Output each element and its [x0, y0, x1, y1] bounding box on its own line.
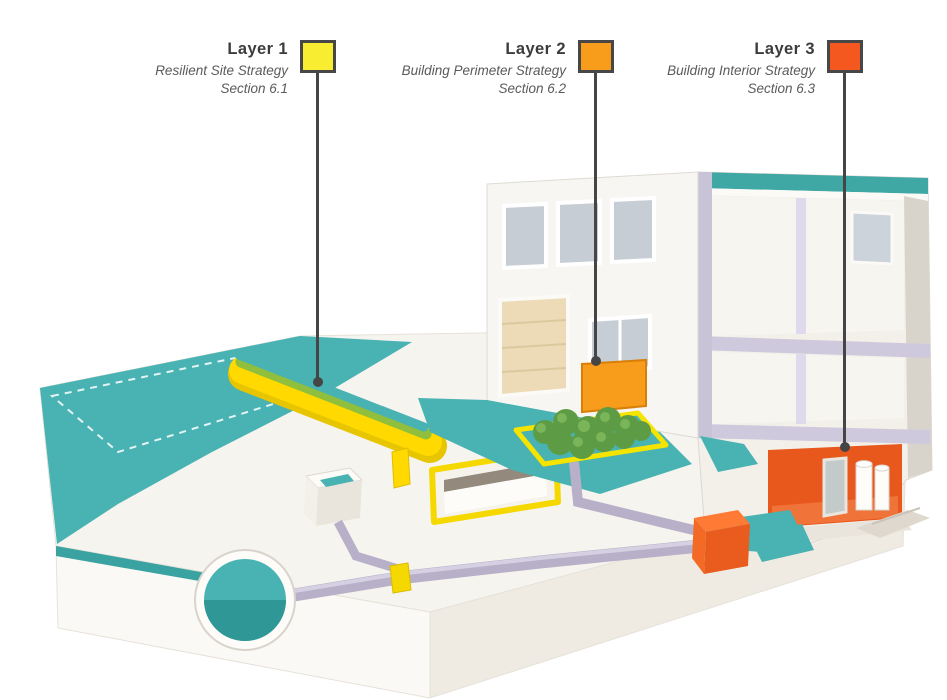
legend-layer3-section: Section 6.3	[747, 81, 815, 97]
legend-layer1-swatch	[300, 40, 336, 73]
building	[486, 171, 933, 552]
garden-drain-pipe	[569, 461, 704, 537]
entry-flood-barrier	[581, 358, 647, 414]
water-tank-small-top	[874, 464, 890, 472]
water-tanks	[855, 460, 890, 511]
interior-wall-lower	[796, 354, 806, 424]
pipe-collar	[389, 562, 412, 594]
roof-deck	[698, 172, 928, 194]
steps-tread	[856, 510, 930, 538]
pump-front	[704, 524, 750, 574]
roof-fascia	[698, 188, 928, 201]
flood-berm	[228, 350, 447, 489]
water-patch-right	[700, 436, 758, 472]
interior-wall-upper	[796, 198, 806, 334]
right-exterior-wall	[904, 196, 932, 478]
leader-line-layer1	[316, 73, 319, 378]
building-facade	[486, 171, 699, 439]
mechanical-room-door	[822, 456, 848, 518]
trench-floor	[444, 474, 547, 514]
legend-layer1-section: Section 6.1	[220, 81, 288, 97]
berm-crest	[229, 356, 442, 456]
water-tank-small	[874, 467, 890, 511]
upper-room-window	[850, 210, 894, 266]
basement-slab	[698, 424, 930, 444]
pump-splash	[748, 524, 814, 562]
steps-line	[871, 507, 921, 525]
berm-marker-post	[391, 447, 411, 489]
garage-door-seam-1	[501, 319, 567, 325]
leader-line-layer2	[594, 73, 597, 358]
culvert	[194, 549, 296, 651]
pump-side	[692, 518, 706, 574]
legend-layer3-title: Layer 3	[754, 40, 815, 58]
rain-garden	[513, 407, 669, 467]
legend-layer3-swatch	[827, 40, 863, 73]
ground-room	[712, 352, 904, 424]
backflow-pump	[692, 510, 814, 574]
culvert-water-deep	[204, 600, 286, 641]
rain-garden-shrubs	[533, 407, 651, 459]
garage-door-seam-2	[501, 343, 567, 349]
legend-layer2-subtitle: Building Perimeter Strategy	[401, 63, 566, 78]
facade-window-1	[502, 201, 548, 271]
berm-water-edge	[234, 350, 429, 432]
inlet-structure	[304, 467, 364, 526]
main-drain-pipe	[286, 539, 701, 603]
legend-layer2-text: Layer 2 Building Perimeter Strategy Sect…	[328, 40, 566, 98]
leader-line-layer3	[843, 73, 846, 444]
pump-top	[694, 510, 750, 532]
legend-layer3-subtitle: Building Interior Strategy	[667, 63, 815, 78]
leader-dot-layer1	[313, 377, 323, 387]
berm-grass-stripe	[235, 356, 432, 440]
water-tank-large-top	[855, 460, 873, 468]
entry-steps	[856, 507, 930, 538]
legend-layer1-text: Layer 1 Resilient Site Strategy Section …	[60, 40, 288, 98]
mid-floor-slab	[698, 336, 930, 358]
leader-dot-layer3	[840, 442, 850, 452]
building-interior-section	[697, 171, 933, 552]
corner-column	[698, 172, 712, 440]
main-drain-pipe-highlight	[287, 540, 701, 594]
garage-door-seam-3	[501, 367, 567, 373]
legend-layer2-swatch	[578, 40, 614, 73]
legend-layer2-section: Section 6.2	[498, 81, 566, 97]
garage-door	[498, 293, 570, 399]
inlet-side	[304, 476, 318, 526]
drainage-system	[194, 461, 814, 651]
inlet-grate	[320, 474, 354, 487]
legend-layer1-title: Layer 1	[227, 40, 288, 58]
facade-window-2	[556, 198, 602, 268]
inlet-front	[316, 480, 362, 526]
legend-layer3-text: Layer 3 Building Interior Strategy Secti…	[578, 40, 815, 98]
water-tank-large	[855, 463, 873, 511]
facade-windows	[502, 195, 656, 271]
legend-layer2-title: Layer 2	[505, 40, 566, 58]
facade-window-3	[610, 195, 656, 265]
legend-layer1-subtitle: Resilient Site Strategy	[155, 63, 288, 78]
leader-dot-layer2	[591, 356, 601, 366]
mechanical-room	[768, 444, 902, 528]
shrub-highlights	[536, 412, 630, 447]
